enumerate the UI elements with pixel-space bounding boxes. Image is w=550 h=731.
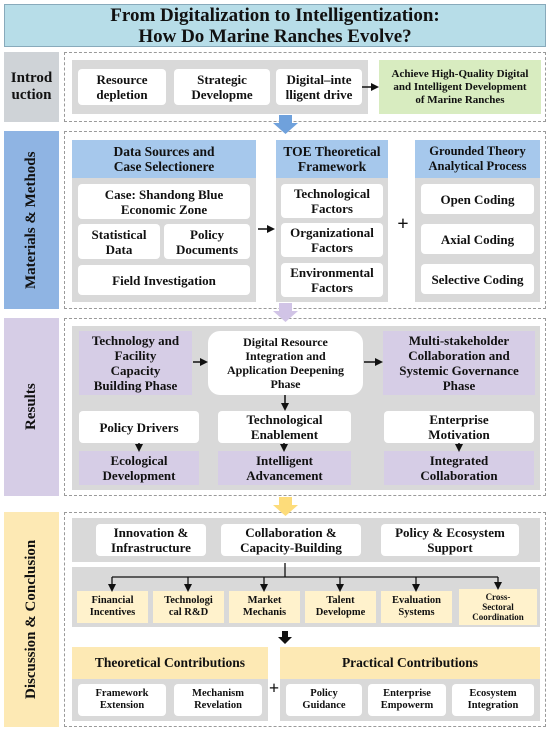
policy-guidance-box: Policy Guidance (286, 684, 362, 716)
to-contributions-arrow (278, 631, 292, 644)
intro-label-text: Introd uction (10, 70, 53, 103)
toe-header: TOE Theoretical Framework (276, 140, 388, 178)
driver-technological-box: Technological Enablement (218, 411, 351, 443)
case-box: Case: Shandong Blue Economic Zone (78, 184, 250, 219)
outcome-intelligent-box: Intelligent Advancement (218, 451, 351, 485)
intro-item-strategic: Strategic Developme (174, 69, 270, 105)
measure-market-box: Market Mechanis (229, 591, 300, 623)
mechanism-revelation-box: Mechanism Revelation (174, 684, 262, 716)
selective-coding-box: Selective Coding (421, 264, 534, 294)
framework-extension-box: Framework Extension (78, 684, 166, 716)
axial-coding-box: Axial Coding (421, 224, 534, 254)
diagram-title: From Digitalization to Intelligentizatio… (4, 4, 546, 47)
data-sources-header: Data Sources and Case Selectionere (72, 140, 256, 178)
pillar-collaboration-box: Collaboration & Capacity-Building (221, 524, 361, 556)
contributions-plus-sign: + (268, 677, 280, 698)
measure-talent-box: Talent Developme (305, 591, 376, 623)
section-arrow-2 (273, 303, 298, 322)
toe-environmental-box: Environmental Factors (281, 263, 383, 297)
grounded-theory-header: Grounded Theory Analytical Process (415, 140, 540, 178)
measure-evaluation-box: Evaluation Systems (381, 591, 452, 623)
methods-section-label: Materials & Methods (4, 131, 59, 309)
results-section-label: Results (4, 318, 59, 496)
intro-goal-box: Achieve High-Quality Digital and Intelli… (379, 60, 541, 114)
pillar-innovation-box: Innovation & Infrastructure (96, 524, 206, 556)
outcome-ecological-box: Ecological Development (79, 451, 199, 485)
ecosystem-integration-box: Ecosystem Integration (452, 684, 534, 716)
open-coding-box: Open Coding (421, 184, 534, 214)
measure-cross-sectoral-box: Cross- Sectoral Coordination (459, 589, 537, 625)
title-line-1: From Digitalization to Intelligentizatio… (110, 4, 440, 26)
section-arrow-1 (273, 115, 298, 134)
phase-2-box: Digital Resource Integration and Applica… (208, 331, 363, 395)
intro-item-digital-drive: Digital–inte lligent drive (276, 69, 362, 105)
practical-contributions-header: Practical Contributions (280, 647, 540, 679)
intro-item-resource-depletion: Resource depletion (78, 69, 166, 105)
intro-section-label: Introd uction (4, 52, 59, 122)
title-line-2: How Do Marine Ranches Evolve? (138, 25, 412, 47)
toe-technological-box: Technological Factors (281, 184, 383, 218)
statistical-data-box: Statistical Data (78, 224, 160, 259)
driver-enterprise-box: Enterprise Motivation (384, 411, 534, 443)
measure-financial-box: Financial Incentives (77, 591, 148, 623)
methods-plus-sign: + (397, 212, 409, 235)
section-arrow-3 (273, 497, 298, 516)
phase-1-box: Technology and Facility Capacity Buildin… (79, 331, 192, 395)
theoretical-contributions-header: Theoretical Contributions (72, 647, 268, 679)
enterprise-empowerment-box: Enterprise Empowerm (368, 684, 446, 716)
policy-documents-box: Policy Documents (164, 224, 250, 259)
discussion-section-label: Discussion & Conclusion (4, 512, 59, 727)
driver-policy-box: Policy Drivers (79, 411, 199, 443)
measure-rnd-box: Technologi cal R&D (153, 591, 224, 623)
phase-3-box: Multi-stakeholder Collaboration and Syst… (383, 331, 535, 395)
field-investigation-box: Field Investigation (78, 265, 250, 295)
toe-organizational-box: Organizational Factors (281, 223, 383, 257)
pillar-policy-box: Policy & Ecosystem Support (381, 524, 519, 556)
outcome-integrated-box: Integrated Collaboration (384, 451, 534, 485)
